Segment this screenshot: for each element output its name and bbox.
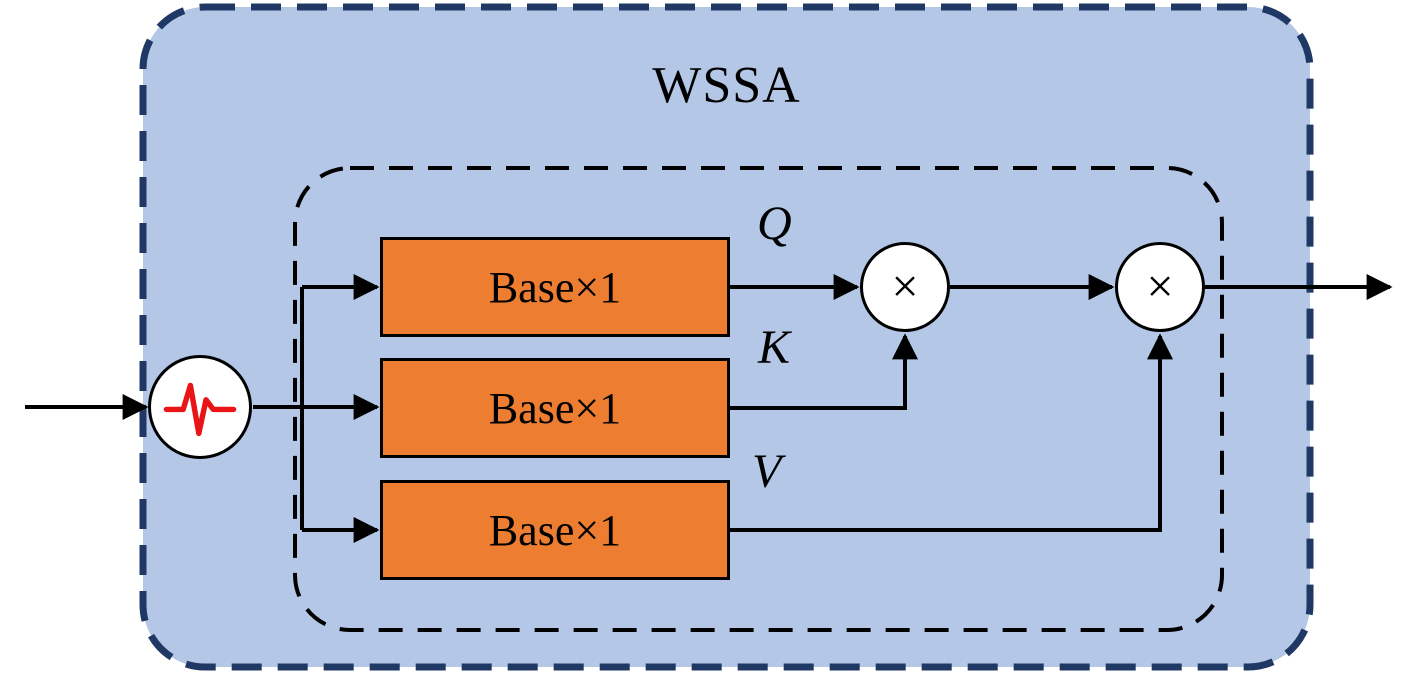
multiply-sign-2: × (1146, 260, 1174, 313)
multiply-node-2: × (1115, 242, 1205, 332)
k-line (730, 333, 918, 410)
base-block-2: Base×1 (380, 358, 730, 458)
multiply-node-1: × (860, 242, 950, 332)
inner-dashed-group (293, 166, 1224, 632)
edge-label-k: K (758, 321, 791, 374)
diagram-title: WSSA (652, 57, 801, 114)
edge-label-v: V (752, 445, 782, 498)
edge-label-q: Q (757, 197, 792, 250)
wavelet-input-node (148, 355, 252, 459)
base-block-3-label: Base×1 (488, 505, 622, 555)
multiply-sign-1: × (891, 260, 919, 313)
v-line (730, 333, 1173, 532)
base-block-2-label: Base×1 (488, 383, 622, 433)
wavelet-icon (163, 382, 237, 437)
base-block-1: Base×1 (380, 237, 730, 337)
base-block-3: Base×1 (380, 480, 730, 580)
base-block-1-label: Base×1 (488, 262, 622, 312)
